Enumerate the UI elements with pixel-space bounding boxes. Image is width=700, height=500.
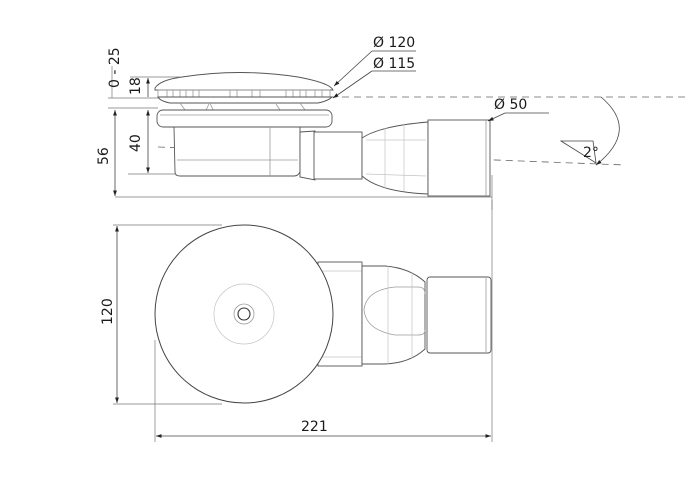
outlet-joint — [299, 130, 316, 181]
dim-diameter-outer: Ø 120 — [373, 35, 415, 51]
grate-center-screw — [237, 307, 251, 321]
top-flare — [361, 265, 426, 365]
dim-diameter-inner: Ø 115 — [373, 56, 415, 72]
grate-plate — [157, 96, 334, 104]
dim-height-adjust: 0 - 25 — [107, 47, 123, 88]
grate-slots — [157, 89, 331, 98]
outlet-coupler — [313, 131, 363, 180]
slope-indicator: 2° — [559, 96, 620, 166]
dim-width: 120 — [100, 298, 116, 325]
round-grate — [154, 224, 334, 404]
dim-length: 221 — [301, 419, 328, 435]
dim-grate-height: 18 — [128, 77, 144, 95]
outlet-flare — [361, 121, 429, 195]
body-flange — [156, 109, 333, 128]
dim-total-height: 56 — [96, 147, 112, 165]
outlet-pipe-end — [427, 119, 491, 197]
drain-body — [173, 126, 301, 177]
side-view — [115, 72, 690, 210]
grate-center-ring — [233, 303, 255, 325]
side-view-dimensions: 0 - 25 18 40 56 — [96, 47, 180, 196]
dim-body-height: 40 — [128, 134, 144, 152]
grate-inner-ring — [213, 283, 275, 345]
top-view-dimensions: 120 221 — [100, 200, 493, 442]
dim-slope: 2° — [583, 145, 599, 161]
grate-supports — [179, 102, 306, 111]
top-view — [154, 224, 492, 404]
diameter-callouts: Ø 120 Ø 115 Ø 50 — [332, 35, 549, 122]
top-pipe-end — [426, 276, 492, 354]
dim-outlet-diameter: Ø 50 — [494, 97, 527, 113]
grate-cover — [154, 72, 334, 91]
